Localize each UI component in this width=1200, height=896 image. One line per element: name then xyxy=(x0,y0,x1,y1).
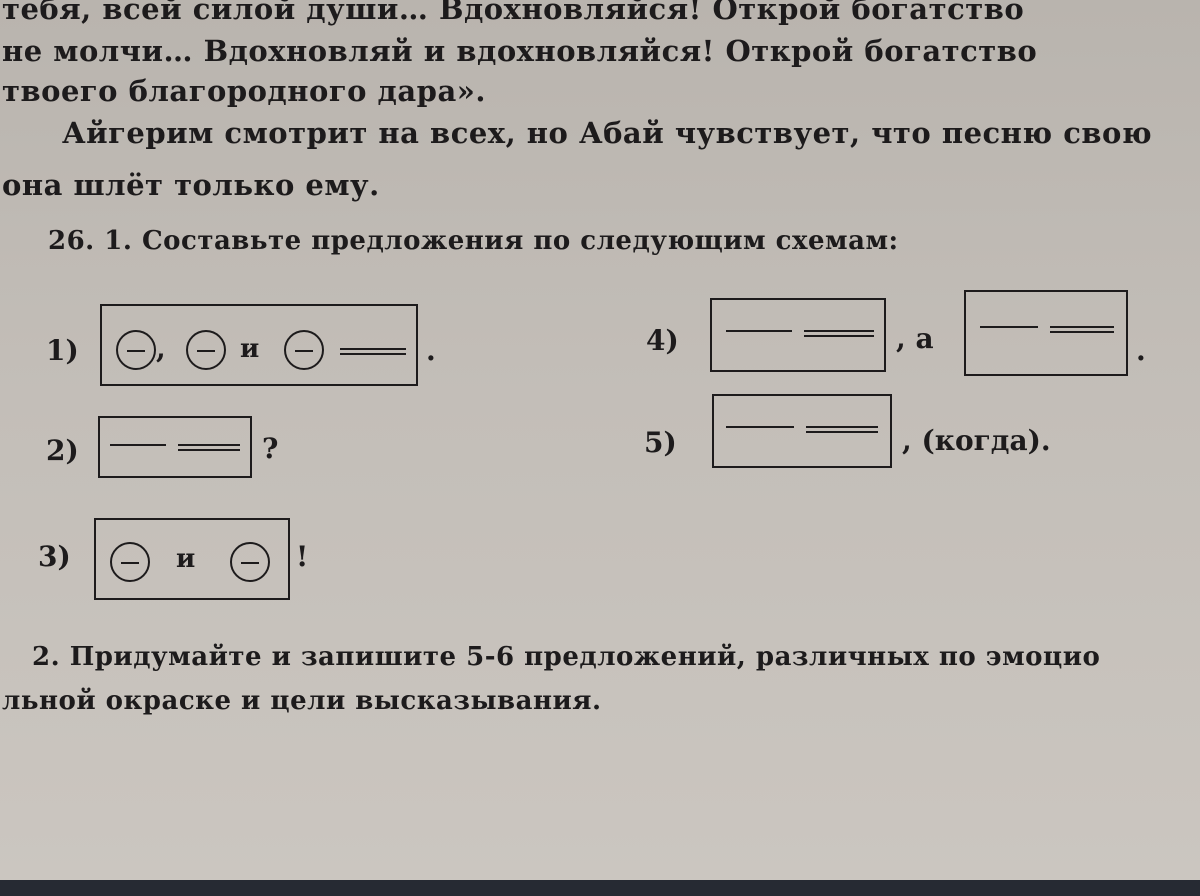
passage-line-1: тебя, всей силой души… Вдохновляйся! Отк… xyxy=(2,0,1025,26)
passage-line-5: она шлёт только ему. xyxy=(2,168,380,202)
subject-circle-icon xyxy=(110,542,150,582)
scheme-number: 1) xyxy=(46,334,79,367)
task-2-line-2: льной окраске и цели высказывания. xyxy=(2,686,602,716)
scheme-outer-box xyxy=(94,518,290,600)
subject-line xyxy=(726,330,792,332)
predicate-double-line xyxy=(178,444,240,451)
predicate-double-line xyxy=(340,348,406,355)
scheme-number: 3) xyxy=(38,540,71,573)
predicate-double-line xyxy=(806,426,878,433)
subject-line xyxy=(980,326,1038,328)
end-punct: . xyxy=(1136,334,1146,367)
predicate-double-line xyxy=(1050,326,1114,333)
subject-circle-icon xyxy=(284,330,324,370)
task-26-heading: 26. 1. Составьте предложения по следующи… xyxy=(48,226,899,256)
scheme-outer-box xyxy=(100,304,418,386)
scheme-box xyxy=(710,298,886,372)
conjunction: и xyxy=(240,334,260,364)
scheme-box xyxy=(712,394,892,468)
scheme-tail: , (когда). xyxy=(902,424,1051,457)
passage-line-2: не молчи… Вдохновляй и вдохновляйся! Отк… xyxy=(2,34,1038,68)
subject-line xyxy=(110,444,166,446)
conjunction: и xyxy=(176,544,196,574)
scheme-number: 5) xyxy=(644,426,677,459)
end-punct: ! xyxy=(296,540,309,573)
subject-circle-icon xyxy=(116,330,156,370)
comma: , xyxy=(156,332,166,365)
passage-line-4: Айгерим смотрит на всех, но Абай чувству… xyxy=(62,116,1153,150)
subject-line xyxy=(726,426,794,428)
scheme-number: 2) xyxy=(46,434,79,467)
passage-line-3: твоего благородного дара». xyxy=(2,74,486,108)
end-punct: . xyxy=(426,334,436,367)
subject-circle-icon xyxy=(186,330,226,370)
scheme-box xyxy=(964,290,1128,376)
scheme-box xyxy=(98,416,252,478)
predicate-double-line xyxy=(804,330,874,337)
subject-circle-icon xyxy=(230,542,270,582)
scheme-number: 4) xyxy=(646,324,679,357)
task-2-line-1: 2. Придумайте и запишите 5-6 предложений… xyxy=(32,642,1101,672)
end-punct: ? xyxy=(262,432,279,465)
connector: , а xyxy=(896,322,934,355)
